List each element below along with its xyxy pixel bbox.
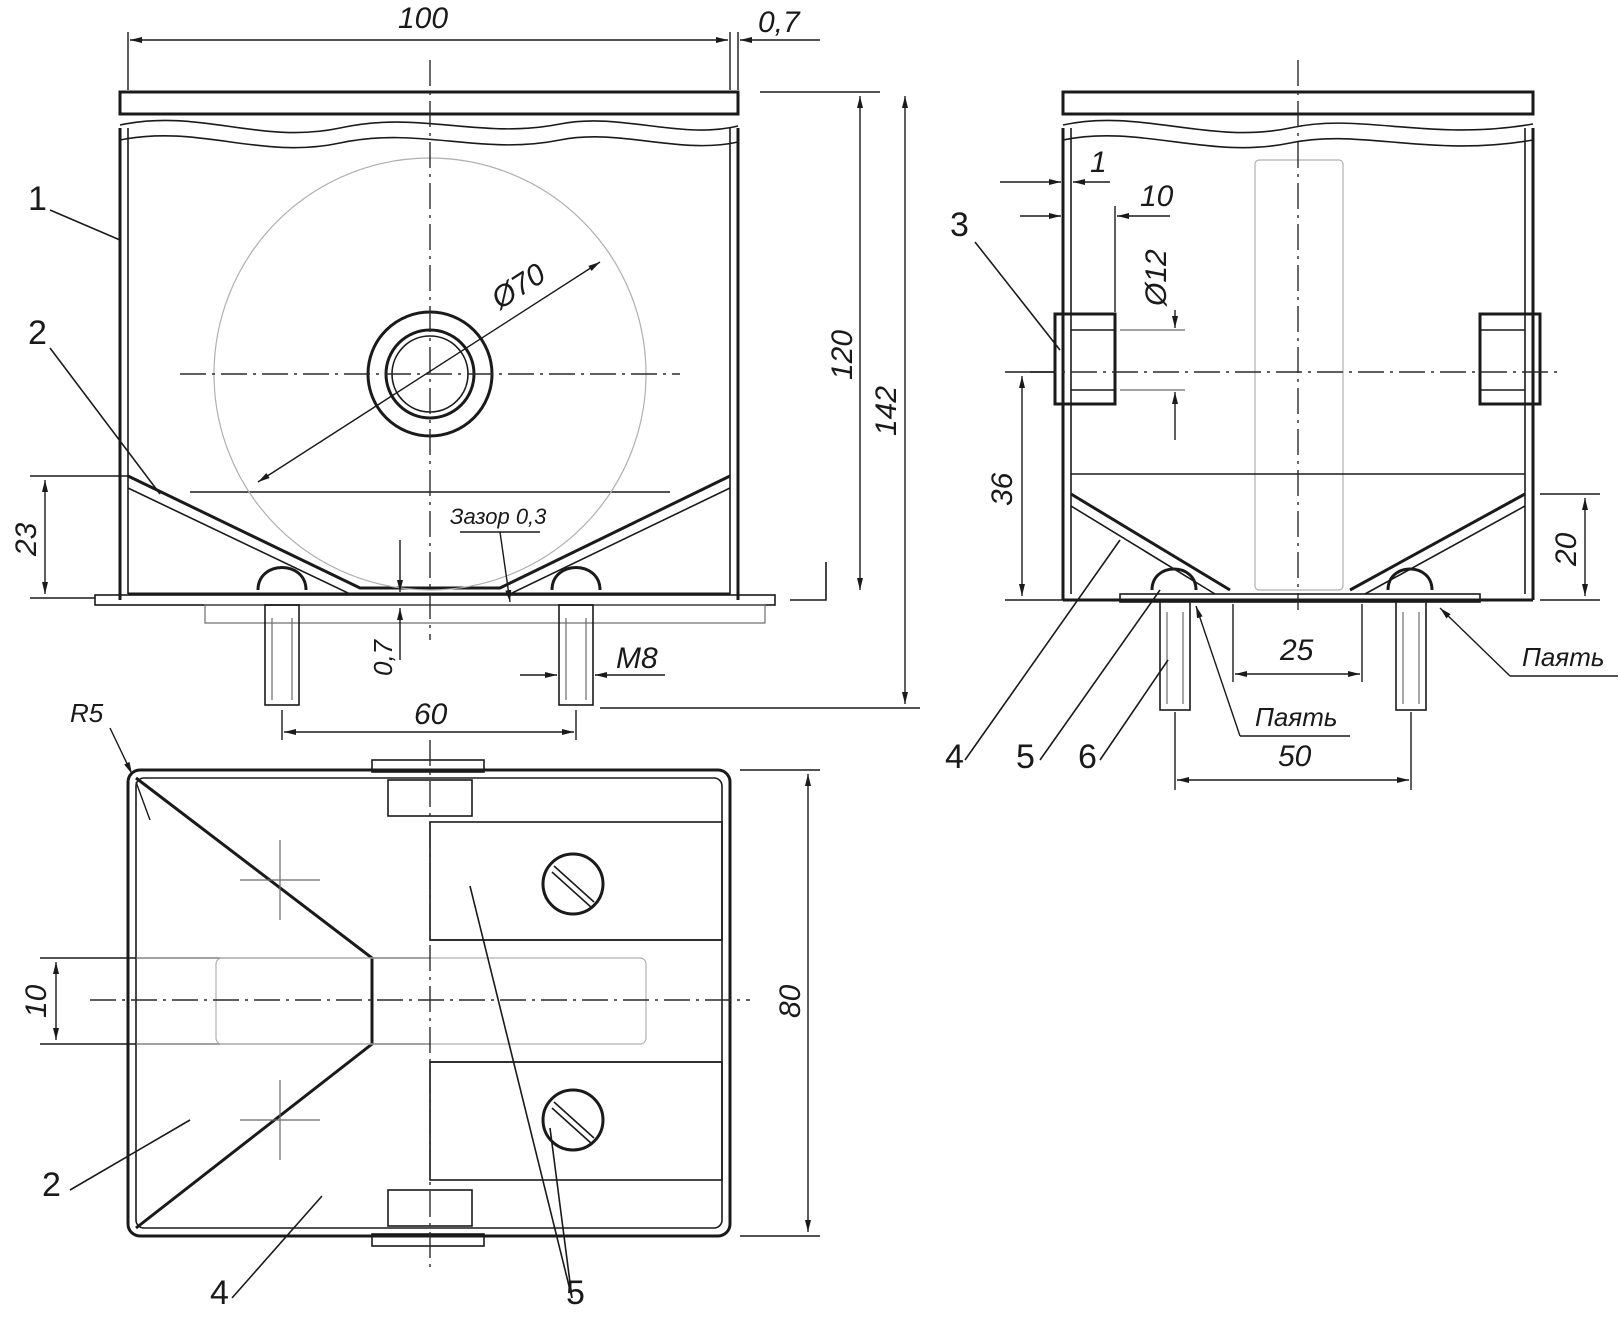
- dim-top-depth-80: 80: [774, 984, 807, 1018]
- dim-height-142: 142: [870, 386, 903, 436]
- dim-side-hole-12: Ø12: [1140, 249, 1173, 307]
- label-top-part-5: 5: [566, 1274, 585, 1312]
- front-break-line-2: [119, 134, 739, 149]
- dim-side-slot-25: 25: [1279, 634, 1314, 667]
- top-body-outer: [126, 768, 732, 1238]
- dim-disc-70: Ø70: [485, 257, 552, 316]
- dim-wall-0-7: 0,7: [758, 6, 801, 39]
- label-part-5: 5: [1016, 738, 1035, 776]
- label-part-3: 3: [950, 206, 969, 244]
- dim-bottom-0-7: 0,7: [368, 638, 398, 676]
- dim-side-cone-20: 20: [1550, 532, 1583, 567]
- top-view: R5 10 80 2 4 5: [20, 698, 820, 1312]
- note-solder-right: Паять: [1522, 642, 1605, 672]
- note-solder-left: Паять: [1255, 702, 1338, 732]
- top-body-inner: [135, 777, 723, 1229]
- front-bolt-left: [256, 566, 308, 706]
- top-screw-lower: [541, 1088, 605, 1152]
- label-part-2: 2: [28, 314, 47, 352]
- dim-side-bolt-50: 50: [1278, 740, 1312, 773]
- side-bolt-right: [1386, 567, 1434, 711]
- front-cone-inner: [127, 487, 731, 595]
- label-part-4: 4: [945, 738, 964, 776]
- dim-width-100: 100: [398, 2, 448, 35]
- gap-note: Зазор 0,3: [450, 504, 547, 529]
- top-boss-top-flange: [371, 759, 485, 773]
- side-view: 1 10 Ø12 36 20 25 50 Паять: [945, 60, 1618, 790]
- top-plate-upper: [429, 821, 723, 941]
- dim-height-120: 120: [826, 330, 859, 380]
- side-cone: [1070, 492, 1526, 592]
- side-boss-left: [1053, 312, 1117, 406]
- label-part-6: 6: [1078, 738, 1097, 776]
- top-shaft-ghost: [215, 957, 647, 1045]
- top-boss-bottom-flange: [371, 1233, 485, 1247]
- front-cone: [127, 474, 731, 590]
- side-bottom-plate: [1119, 593, 1481, 603]
- label-top-part-4: 4: [210, 1274, 229, 1312]
- front-bottom-plate: [94, 594, 776, 606]
- top-screw-upper: [541, 852, 605, 916]
- top-funnel: [135, 776, 374, 1230]
- label-top-part-2: 2: [42, 1166, 61, 1204]
- side-boss-right: [1478, 312, 1542, 406]
- dim-side-height-36: 36: [986, 472, 1019, 506]
- side-break-line-2: [1062, 134, 1534, 149]
- front-view: 100 0,7 120 142 23 Ø70 0,7 Зазор 0,3 M8: [10, 2, 920, 740]
- side-break-line: [1062, 119, 1534, 134]
- dim-thread-m8: M8: [616, 642, 658, 675]
- front-bolt-right: [550, 566, 602, 706]
- side-bolt-left: [1150, 567, 1198, 711]
- dim-top-radius-r5: R5: [70, 698, 104, 728]
- dim-top-slot-10: 10: [20, 984, 53, 1018]
- dim-bolt-60: 60: [414, 698, 448, 731]
- front-hook: [790, 562, 827, 601]
- dim-side-wall-1: 1: [1090, 146, 1107, 179]
- side-shaft: [1254, 159, 1344, 591]
- front-rim: [118, 90, 740, 116]
- dim-side-boss-10: 10: [1140, 180, 1174, 213]
- dim-cone-23: 23: [10, 522, 43, 557]
- label-part-1: 1: [28, 180, 47, 218]
- front-slide-plate: [204, 604, 766, 624]
- front-break-line: [119, 119, 739, 134]
